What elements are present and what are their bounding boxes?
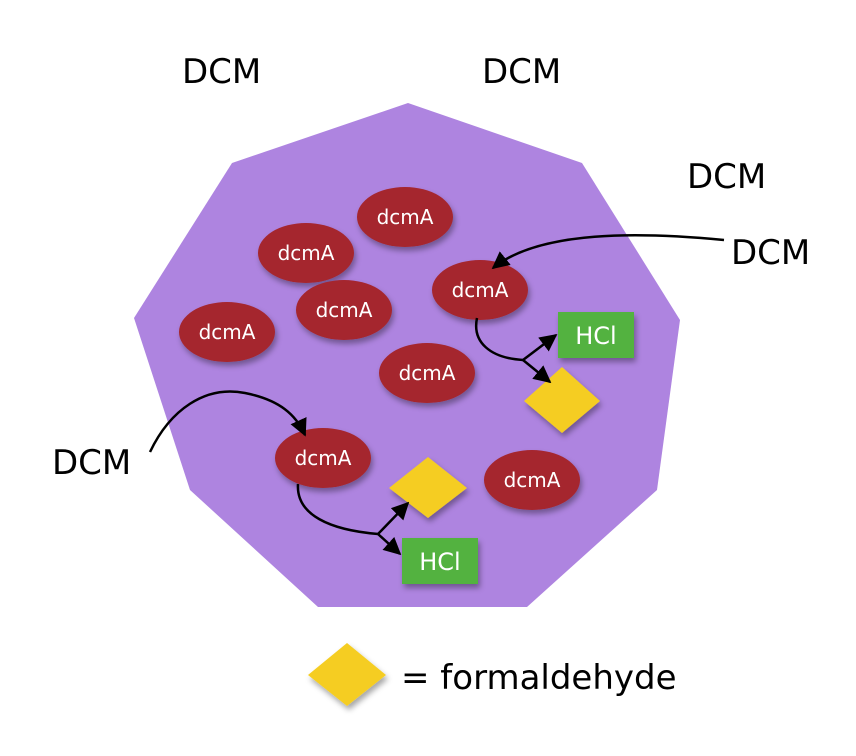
hcl-box-upper: HCl (558, 312, 634, 358)
arrow-dcm-in-left (148, 390, 307, 453)
enzyme-label: dcmA (199, 320, 256, 344)
arrow-lower-to-formaldehyde (377, 501, 410, 535)
enzyme-label: dcmA (316, 298, 373, 322)
enzyme-label: dcmA (377, 205, 434, 229)
hcl-label: HCl (575, 322, 616, 350)
arrow-upper-to-hcl (522, 333, 558, 361)
enzyme-label: dcmA (295, 446, 352, 470)
formaldehyde-diamond-upper (524, 367, 600, 433)
enzyme-6: dcmA (379, 343, 475, 403)
enzyme-label: dcmA (399, 361, 456, 385)
enzyme-ellipse (484, 450, 580, 510)
enzyme-label: dcmA (452, 278, 509, 302)
dcm-label-right-upper: DCM (687, 157, 766, 197)
arrow-upper-curve (474, 317, 524, 362)
hcl-box-lower: HCl (402, 538, 478, 584)
hcl-rect (402, 538, 478, 584)
arrow-upper-to-formaldehyde (522, 359, 552, 384)
enzyme-3: dcmA (432, 260, 528, 320)
enzyme-label: dcmA (278, 241, 335, 265)
enzyme-8: dcmA (484, 450, 580, 510)
hcl-rect (558, 312, 634, 358)
dcm-label-left-incoming: DCM (52, 443, 131, 483)
legend-label: = formaldehyde (401, 658, 677, 698)
dcm-label-top-left: DCM (182, 52, 261, 92)
enzyme-2: dcmA (258, 223, 354, 283)
arrow-lower-curve (296, 483, 379, 536)
enzyme-ellipse (179, 302, 275, 362)
legend-formaldehyde-diamond (308, 643, 386, 706)
enzyme-1: dcmA (357, 187, 453, 247)
enzyme-ellipse (275, 428, 371, 488)
enzyme-ellipse (379, 343, 475, 403)
hcl-label: HCl (419, 548, 460, 576)
arrow-dcm-in-right (491, 234, 725, 270)
dcm-label-right-incoming: DCM (731, 233, 810, 273)
enzyme-5: dcmA (179, 302, 275, 362)
enzyme-ellipse (357, 187, 453, 247)
enzyme-ellipse (258, 223, 354, 283)
enzyme-7: dcmA (275, 428, 371, 488)
enzyme-label: dcmA (504, 468, 561, 492)
enzyme-ellipse (296, 280, 392, 340)
dcm-label-top-right: DCM (482, 52, 561, 92)
arrow-lower-to-hcl (377, 533, 402, 556)
enzyme-4: dcmA (296, 280, 392, 340)
enzyme-ellipse (432, 260, 528, 320)
